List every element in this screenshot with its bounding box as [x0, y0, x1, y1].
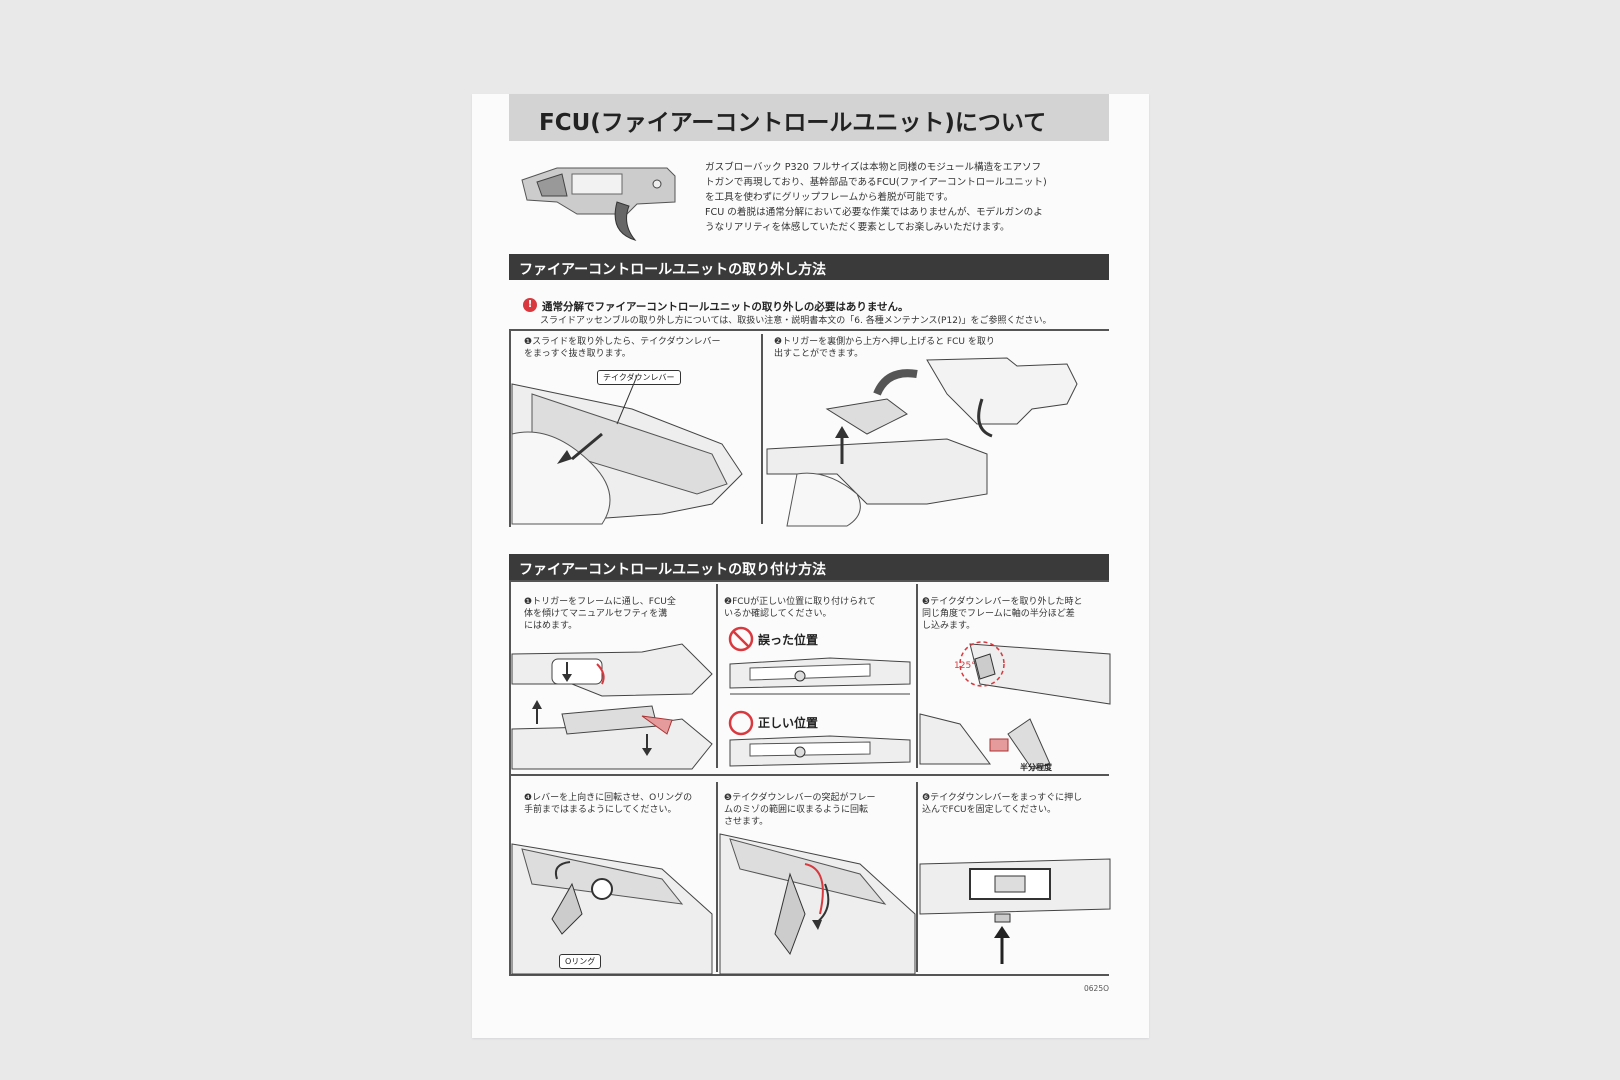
intro-line: を工具を使わずにグリップフレームから着脱が可能です。 — [705, 192, 954, 203]
install-illustration-5 — [719, 833, 916, 975]
document-code: 0625O — [1084, 984, 1109, 993]
install-section-header: ファイアーコントロールユニットの取り付け方法 — [509, 554, 1109, 580]
warning-icon: ! — [523, 298, 537, 312]
fcu-illustration — [521, 167, 676, 241]
divider — [916, 584, 918, 768]
removal-heading: ファイアーコントロールユニットの取り外し方法 — [519, 262, 827, 278]
divider — [916, 782, 918, 972]
right-position-label: 正しい位置 — [758, 716, 819, 730]
divider — [509, 974, 1109, 976]
install-heading: ファイアーコントロールユニットの取り付け方法 — [519, 562, 827, 578]
wrong-position-drawing — [729, 657, 911, 695]
intro-line: FCU の着脱は通常分解において必要な作業ではありませんが、モデルガンのよ — [705, 207, 1043, 218]
removal-illustration-2 — [766, 357, 1078, 527]
install-illustration-3 — [919, 641, 1111, 770]
prohibit-icon — [728, 626, 754, 652]
right-position-drawing — [729, 735, 911, 767]
takedown-lever-callout: テイクダウンレバー — [597, 370, 681, 385]
page-title: FCU(ファイアーコントロールユニット)について — [539, 110, 1047, 136]
intro-line: トガンで再現しており、基幹部品であるFCU(ファイアーコントロールユニット) — [705, 177, 1047, 188]
install-step-1: ❶トリガーをフレームに通し、FCU全 体を傾けてマニュアルセフティを溝 にはめま… — [524, 597, 676, 631]
divider — [509, 329, 511, 527]
install-illustration-6 — [919, 858, 1111, 964]
divider — [716, 782, 718, 972]
divider — [509, 580, 1109, 582]
removal-section-header: ファイアーコントロールユニットの取り外し方法 — [509, 254, 1109, 280]
removal-step-2: ❷トリガーを裏側から上方へ押し上げると FCU を取り 出すことができます。 — [774, 337, 995, 359]
instruction-sheet: FCU(ファイアーコントロールユニット)について ガスブローバック P320 フ… — [472, 94, 1149, 1038]
half-depth-label: 半分程度 — [1020, 763, 1052, 772]
install-illustration-1 — [511, 643, 713, 770]
wrong-position-label: 誤った位置 — [758, 633, 819, 647]
angle-label: 125° — [954, 661, 976, 671]
title-bar: FCU(ファイアーコントロールユニット)について — [509, 94, 1109, 141]
intro-line: ガスブローバック P320 フルサイズは本物と同様のモジュール構造をエアソフ — [705, 162, 1042, 173]
divider — [761, 334, 763, 524]
divider — [509, 580, 511, 975]
removal-illustration-1 — [511, 375, 743, 525]
install-illustration-4 — [511, 843, 713, 975]
intro-paragraph: ガスブローバック P320 フルサイズは本物と同様のモジュール構造をエアソフ ト… — [705, 160, 1105, 235]
oring-label: Oリング — [559, 954, 602, 969]
divider — [509, 329, 1109, 331]
removal-step-1: ❶スライドを取り外したら、テイクダウンレバー をまっすぐ抜き取ります。 — [524, 337, 721, 359]
install-step-3: ❸テイクダウンレバーを取り外した時と 同じ角度でフレームに軸の半分ほど差 し込み… — [922, 597, 1083, 631]
warning-subtext: スライドアッセンブルの取り外し方については、取扱い注意・説明書本文の「6. 各種… — [540, 316, 1052, 326]
divider — [716, 584, 718, 768]
install-step-6: ❻テイクダウンレバーをまっすぐに押し 込んでFCUを固定してください。 — [922, 793, 1083, 815]
intro-line: うなリアリティを体感していただく要素としてお楽しみいただけます。 — [705, 222, 1010, 233]
install-step-5: ❺テイクダウンレバーの突起がフレー ムのミゾの範囲に収まるように回転 させます。 — [724, 793, 876, 827]
install-step-4: ❹レバーを上向きに回転させ、Oリングの 手前まではまるようにしてください。 — [524, 793, 693, 815]
warning-title: 通常分解でファイアーコントロールユニットの取り外しの必要はありません。 — [542, 301, 909, 313]
install-step-2: ❷FCUが正しい位置に取り付けられて いるか確認してください。 — [724, 597, 876, 619]
divider — [509, 774, 1109, 776]
ok-circle-icon — [728, 710, 754, 736]
